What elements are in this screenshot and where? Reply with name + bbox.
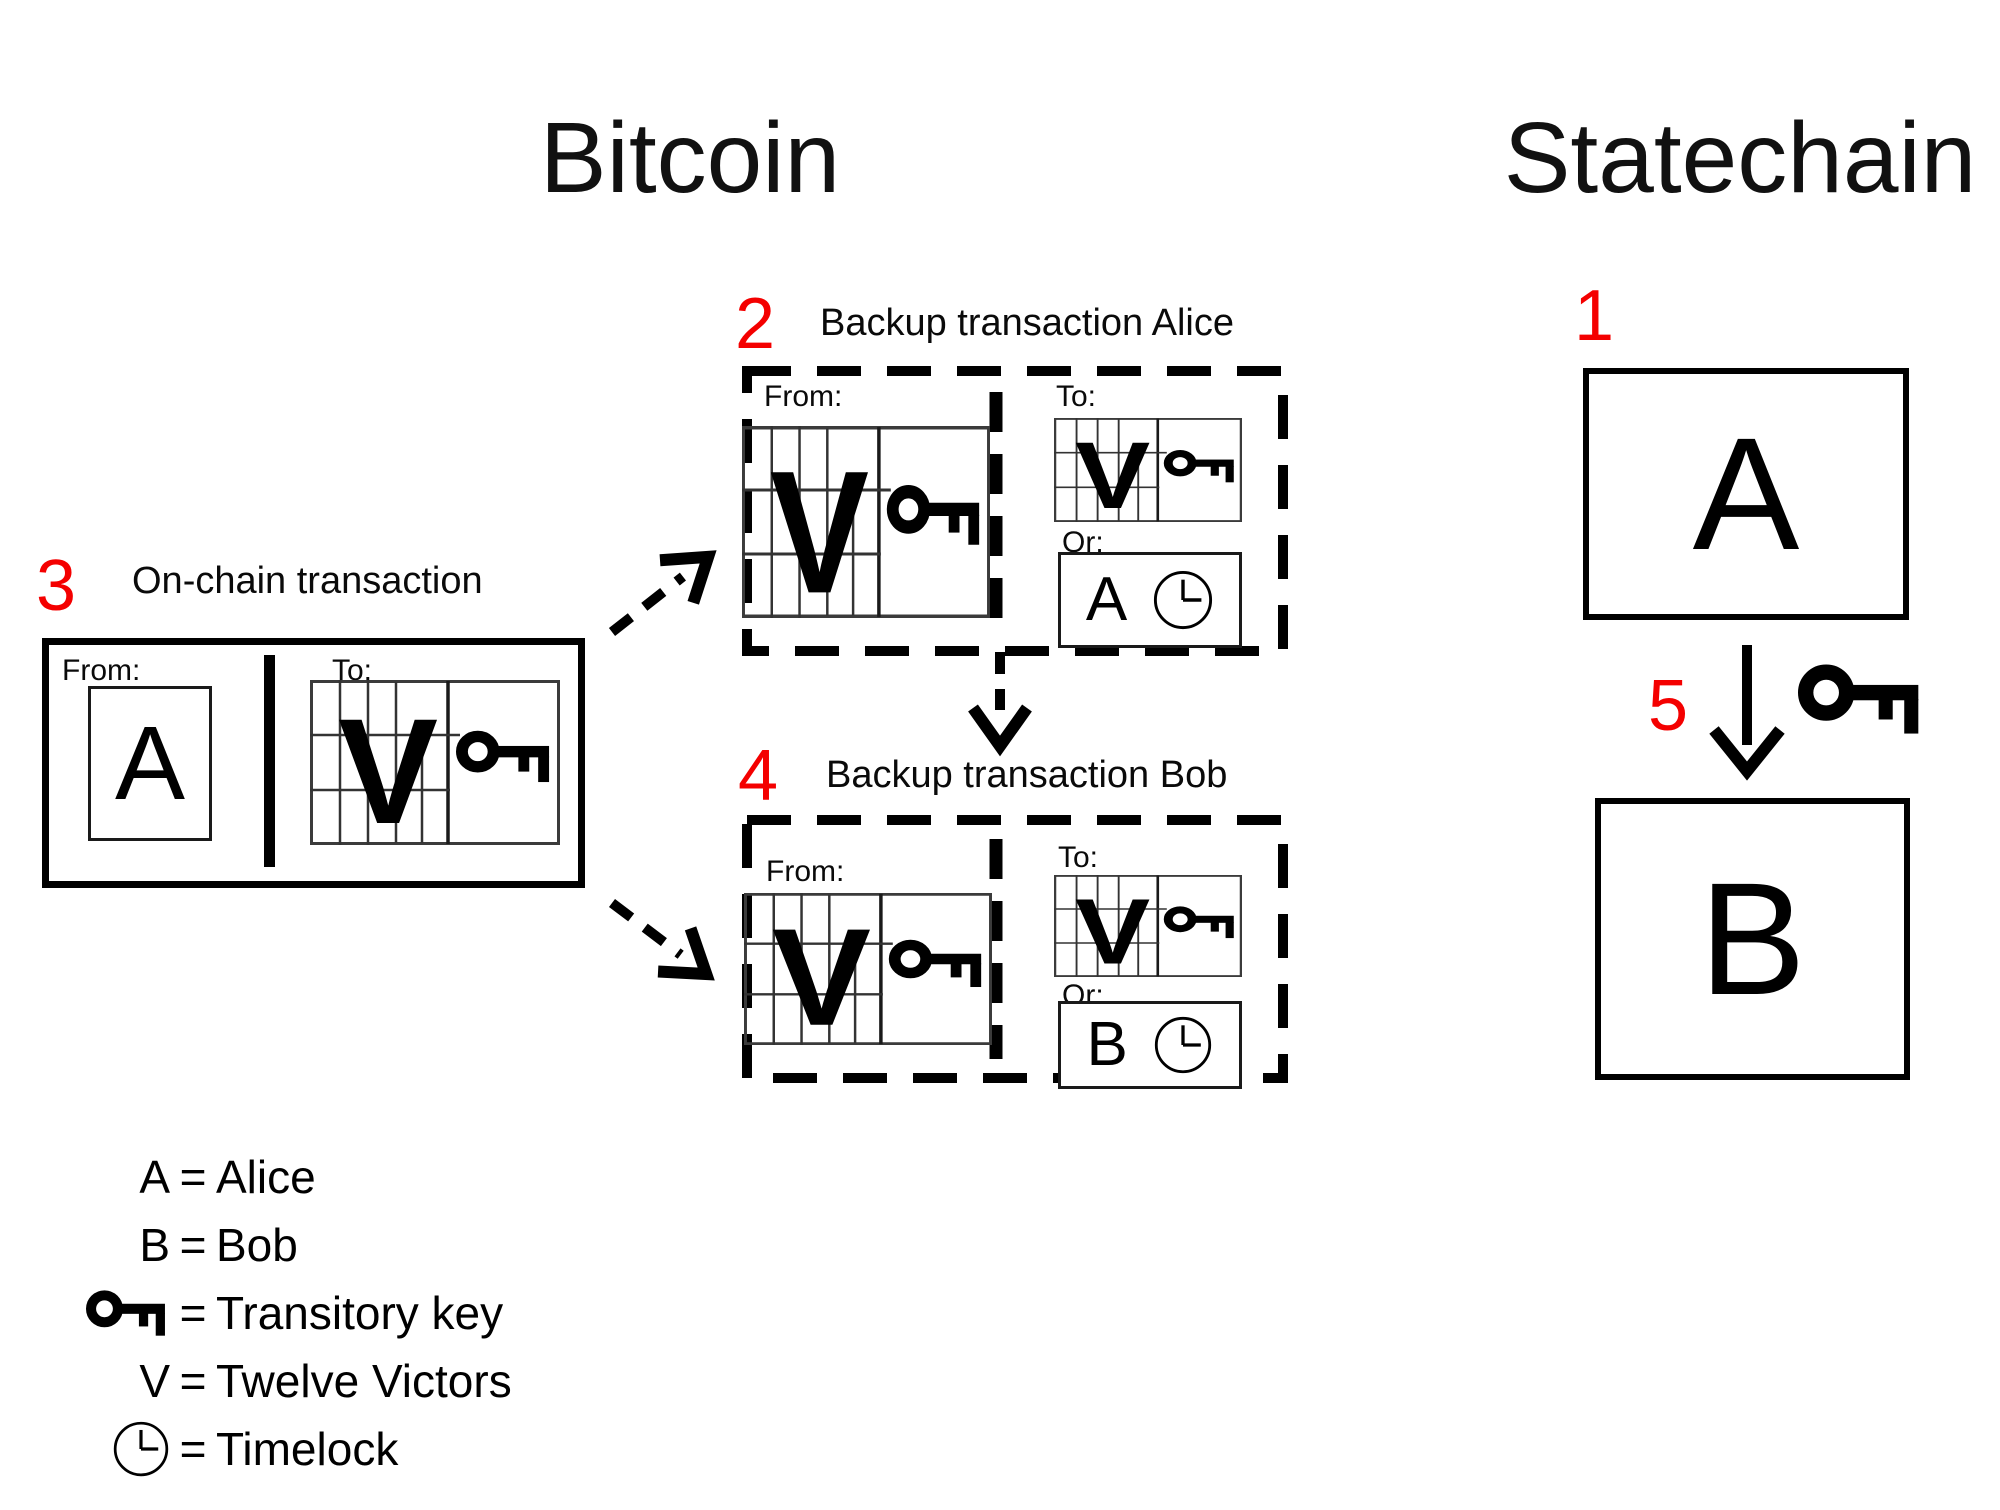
legend-meaning: Transitory key: [216, 1287, 504, 1339]
onchain-from-label: From:: [62, 654, 141, 687]
arrow-alice-to-bob-icon: [968, 652, 1032, 757]
bob-letter: B: [139, 1219, 170, 1271]
legend-meaning: Twelve Victors: [216, 1355, 512, 1407]
backup-bob-title: Backup transaction Bob: [826, 754, 1228, 796]
equals-sign: =: [179, 1423, 207, 1475]
bob-timelock-output-box: B: [1058, 1001, 1242, 1089]
alice-timelock-output-box: A: [1058, 552, 1242, 648]
legend-row-timelock: = Timelock: [86, 1420, 512, 1478]
equals-sign: =: [179, 1219, 207, 1271]
legend-row-alice: A = Alice: [86, 1148, 512, 1206]
bitcoin-title: Bitcoin: [539, 102, 841, 214]
legend-meaning: Bob: [216, 1219, 298, 1271]
alice-from-script-grid: [742, 426, 990, 618]
equals-sign: =: [179, 1287, 207, 1339]
alice-to-script-grid: [1054, 418, 1242, 522]
legend-row-transitory-key: = Transitory key: [86, 1284, 512, 1342]
step-number-1: 1: [1574, 276, 1615, 356]
step-number-5: 5: [1648, 666, 1689, 746]
backup-alice-title: Backup transaction Alice: [820, 302, 1235, 344]
onchain-title: On-chain transaction: [132, 560, 483, 602]
dashed-frame: [742, 366, 1288, 656]
dashed-frame: [742, 815, 1288, 1083]
equals-sign: =: [179, 1151, 207, 1203]
arrow-onchain-to-bob-icon: [608, 899, 715, 981]
alice-letter: A: [1085, 565, 1128, 634]
onchain-box: From: A To:: [42, 638, 585, 888]
clock-icon: [1155, 1016, 1212, 1074]
bob-to-label: To:: [1058, 841, 1099, 874]
step-number-3: 3: [36, 546, 77, 626]
clock-icon: [86, 1420, 170, 1478]
legend-row-bob: B = Bob: [86, 1216, 512, 1274]
key-icon: [86, 1286, 170, 1340]
alice-letter: A: [139, 1151, 170, 1203]
onchain-to-script-grid: [310, 680, 560, 845]
bob-to-script-grid: [1054, 875, 1242, 977]
legend-meaning: Timelock: [216, 1423, 399, 1475]
clock-icon: [1153, 570, 1213, 630]
legend-row-victors: V = Twelve Victors: [86, 1352, 512, 1410]
alice-letter: A: [114, 705, 186, 822]
legend-meaning: Alice: [216, 1151, 316, 1203]
statechain-owner-b-box: B: [1595, 798, 1910, 1080]
legend: A = Alice B = Bob = Transitory key V = T…: [86, 1148, 512, 1478]
alice-letter: A: [1692, 404, 1800, 583]
bob-from-script-grid: [744, 893, 992, 1045]
equals-sign: =: [179, 1355, 207, 1407]
bob-from-label: From:: [766, 855, 845, 888]
onchain-from-box: A: [88, 686, 212, 841]
key-icon: [1798, 658, 1926, 740]
backup-alice-box: From: To: Or: A: [742, 366, 1288, 656]
alice-to-label: To:: [1056, 380, 1097, 413]
statechain-owner-a-box: A: [1583, 368, 1909, 620]
statechain-title: Statechain: [1503, 102, 1977, 214]
backup-bob-box: From: To: Or: B: [742, 815, 1288, 1089]
io-divider: [264, 655, 275, 867]
step-number-2: 2: [735, 284, 776, 364]
step-number-4: 4: [738, 736, 779, 816]
alice-from-label: From:: [764, 380, 843, 413]
arrow-statechain-a-to-b-icon: [1709, 645, 1785, 781]
bob-letter: B: [1699, 849, 1806, 1028]
bob-letter: B: [1086, 1010, 1128, 1079]
victor-letter: V: [139, 1355, 170, 1407]
arrow-onchain-to-alice-icon: [608, 550, 717, 636]
